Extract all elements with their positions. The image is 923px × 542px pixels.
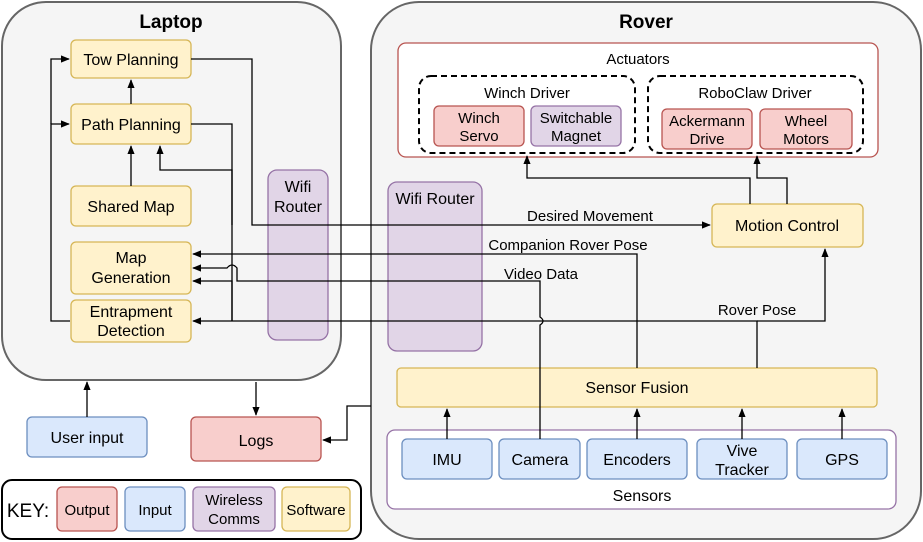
- logs-box: Logs: [190, 416, 322, 462]
- edge-rover-pose-motion: [757, 248, 829, 322]
- rover-wifi-label: Wifi Router: [395, 191, 475, 208]
- ackermann-label-2: Drive: [689, 131, 724, 148]
- sensors-label: Sensors: [613, 488, 672, 505]
- edge-motion-to-roboclaw: [753, 155, 788, 204]
- winch-servo-label-1: Winch: [458, 110, 500, 127]
- sensor-fusion-label: Sensor Fusion: [585, 380, 688, 397]
- rover-wifi-router-box: Wifi Router: [387, 181, 483, 352]
- key-input-swatch: [124, 486, 186, 532]
- key-wireless-label-1: Wireless: [205, 492, 263, 509]
- sensor-fusion-box: Sensor Fusion: [396, 367, 878, 408]
- edge-label-video-data: Video Data: [504, 266, 579, 283]
- edge-label-companion-pose: Companion Rover Pose: [488, 237, 647, 254]
- winch-servo-box: Winch Servo: [433, 105, 525, 147]
- camera-box: Camera: [498, 438, 581, 480]
- imu-box: IMU: [401, 438, 493, 480]
- key-wireless-label-2: Comms: [208, 511, 260, 528]
- motion-control-box: Motion Control: [711, 203, 864, 248]
- actuators-label: Actuators: [606, 51, 669, 68]
- gps-label: GPS: [825, 452, 859, 469]
- gps-box: GPS: [796, 438, 888, 480]
- key-input-label: Input: [138, 502, 172, 519]
- vive-label-2: Tracker: [715, 462, 769, 479]
- laptop-wifi-label-2: Router: [274, 199, 323, 216]
- logs-label: Logs: [239, 433, 274, 450]
- key-output-label: Output: [64, 502, 110, 519]
- entrapment-detection-box: Entrapment Detection: [70, 299, 192, 343]
- ackermann-drive-box: Ackermann Drive: [661, 108, 753, 150]
- winch-servo-label-2: Servo: [459, 128, 498, 145]
- path-planning-label: Path Planning: [81, 117, 181, 134]
- camera-label: Camera: [512, 452, 569, 469]
- switchable-magnet-box: Switchable Magnet: [530, 105, 622, 147]
- shared-map-label: Shared Map: [87, 199, 174, 216]
- laptop-wifi-label-1: Wifi: [285, 179, 312, 196]
- vive-label-1: Vive: [727, 443, 758, 460]
- map-generation-box: Map Generation: [70, 241, 192, 295]
- wheel-label-2: Motors: [783, 131, 829, 148]
- key-label: KEY:: [7, 501, 49, 522]
- edge-tow-to-motion: [191, 58, 711, 229]
- edge-rover-to-logs: [322, 405, 371, 444]
- edge-motion-to-winch: [523, 155, 751, 204]
- roboclaw-driver-label: RoboClaw Driver: [698, 85, 811, 102]
- edge-video-data: [192, 264, 544, 439]
- entrapment-label-1: Entrapment: [90, 304, 173, 321]
- tow-planning-box: Tow Planning: [70, 39, 192, 79]
- ackermann-label-1: Ackermann: [669, 113, 745, 130]
- wheel-label-1: Wheel: [785, 113, 828, 130]
- laptop-wifi-router-box: Wifi Router: [267, 169, 329, 341]
- key-output-swatch: [56, 486, 118, 532]
- magnet-label-1: Switchable: [540, 110, 613, 127]
- wheel-motors-box: Wheel Motors: [759, 108, 853, 150]
- edge-label-rover-pose: Rover Pose: [718, 302, 796, 319]
- imu-label: IMU: [432, 452, 461, 469]
- tow-planning-label: Tow Planning: [83, 52, 178, 69]
- key-legend: KEY: Output Input Wireless Comms Softwar…: [1, 479, 362, 540]
- encoders-label: Encoders: [603, 452, 671, 469]
- path-planning-box: Path Planning: [70, 103, 192, 145]
- edge-entrap-to-path: [50, 120, 70, 322]
- user-input-box: User input: [26, 416, 148, 458]
- magnet-label-2: Magnet: [551, 128, 602, 145]
- map-generation-label-2: Generation: [91, 270, 170, 287]
- key-software-label: Software: [286, 502, 345, 519]
- edge-label-desired-movement: Desired Movement: [527, 208, 654, 225]
- motion-control-label: Motion Control: [735, 218, 839, 235]
- user-input-label: User input: [51, 430, 124, 447]
- edge-pose-to-path: [156, 145, 233, 321]
- shared-map-box: Shared Map: [70, 185, 192, 227]
- key-wireless-swatch: [192, 486, 276, 532]
- vive-tracker-box: Vive Tracker: [696, 438, 788, 480]
- encoders-box: Encoders: [586, 438, 688, 480]
- rover-title: Rover: [619, 12, 673, 33]
- edge-companion-pose: [192, 250, 638, 368]
- edge-entrap-to-tow: [50, 55, 70, 124]
- key-software-swatch: [281, 486, 351, 532]
- edge-pose-to-mapgen: [192, 277, 233, 321]
- connectors: [50, 55, 846, 444]
- entrapment-label-2: Detection: [97, 323, 165, 340]
- winch-driver-label: Winch Driver: [484, 85, 570, 102]
- laptop-title: Laptop: [139, 12, 202, 33]
- map-generation-label-1: Map: [115, 250, 146, 267]
